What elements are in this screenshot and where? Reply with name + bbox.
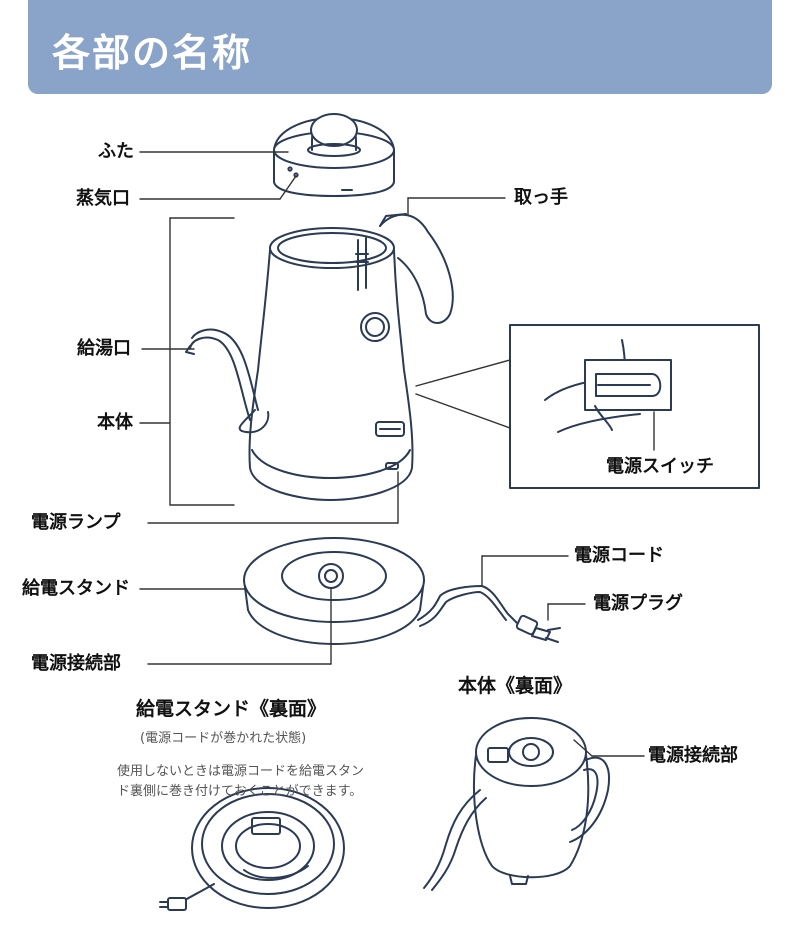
label-lid: ふた [98,141,134,162]
kettle-illustration [185,213,454,501]
body-back-illustration [423,717,610,891]
label-power-base: 給電スタンド [22,578,130,599]
power-base-illustration [243,537,561,645]
section-header: 各部の名称 [28,0,772,94]
base-back-illustration [159,787,345,911]
label-power-plug: 電源プラグ [593,593,683,614]
label-power-switch: 電源スイッチ [606,456,714,477]
lid-illustration [273,113,395,197]
body-back-title: 本体《裏面》 [458,675,573,697]
leader-lines [139,151,655,757]
base-back-title: 給電スタンド《裏面》 [136,698,327,720]
page-title: 各部の名称 [52,31,253,75]
label-handle: 取っ手 [514,187,568,208]
label-power-lamp: 電源ランプ [31,512,121,533]
label-body-back-connector: 電源接続部 [648,745,738,766]
base-back-note: 使用しないときは電源コードを給電スタンド裏側に巻き付けておくことができます。 [117,764,365,799]
label-power-cord: 電源コード [574,545,664,566]
label-spout: 給湯口 [77,338,131,359]
switch-inset [509,324,760,489]
label-steam-vent: 蒸気口 [76,188,130,209]
label-power-connector: 電源接続部 [31,653,121,674]
label-body: 本体 [97,412,133,433]
base-back-subtitle: (電源コードが巻かれた状態) [140,731,307,746]
